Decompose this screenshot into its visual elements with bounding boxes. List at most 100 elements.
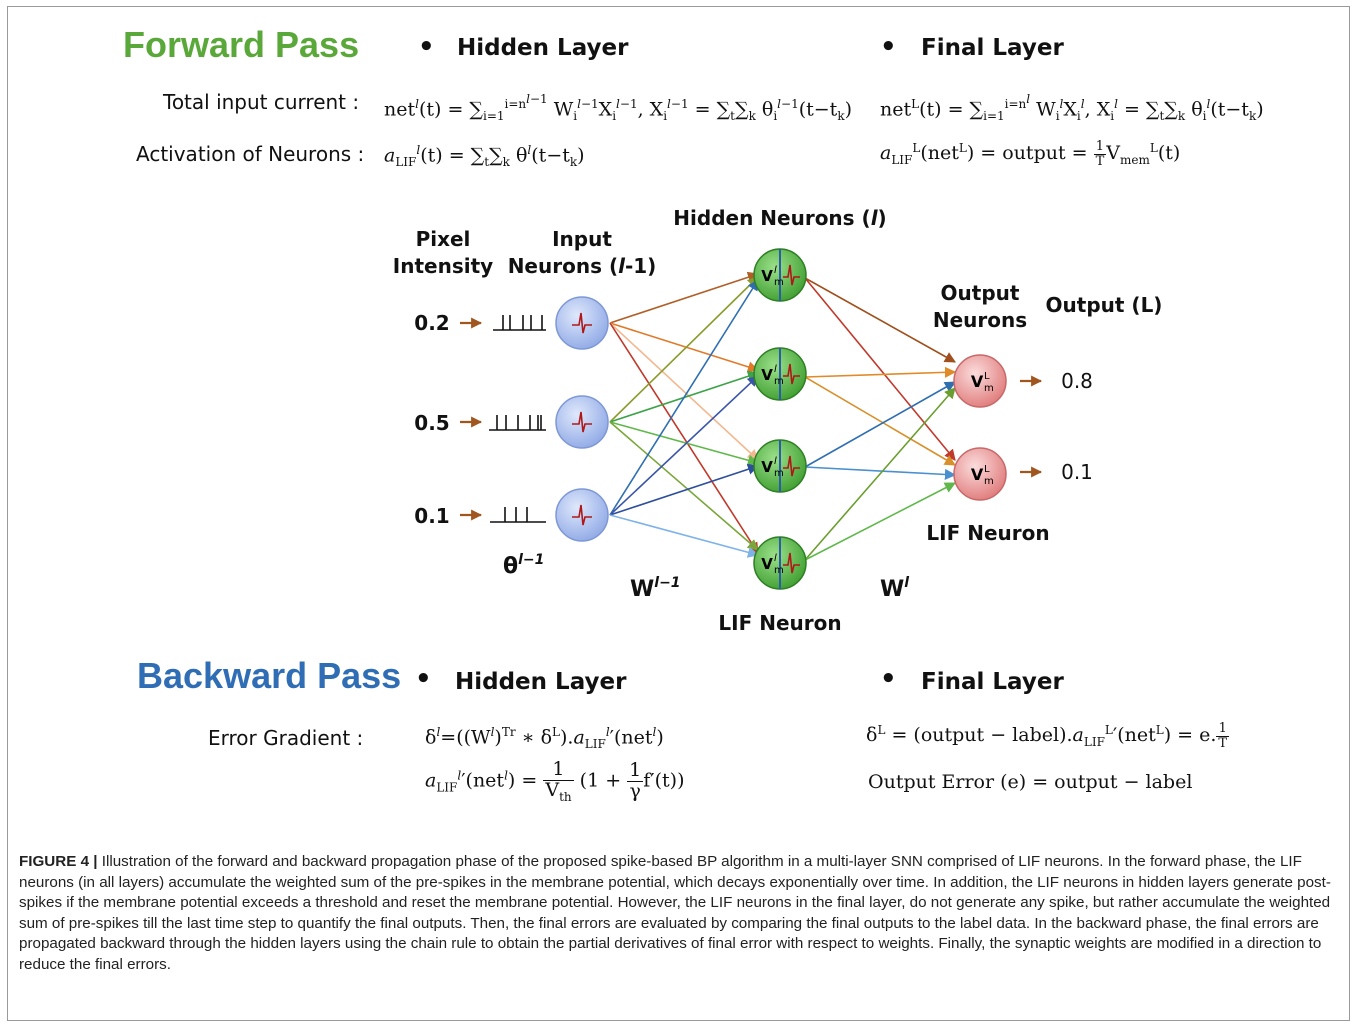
output-error-equation: Output Error (e) = output − label xyxy=(868,771,1193,793)
bullet-icon: • xyxy=(415,664,432,694)
output-value: 0.8 xyxy=(1061,369,1093,393)
svg-text:L: L xyxy=(984,371,990,382)
error-gradient-label: Error Gradient : xyxy=(208,726,364,750)
hidden-neuron: V l m xyxy=(753,439,807,493)
output-label-line1: Output xyxy=(941,281,1020,305)
hidden-lif-neuron-label: LIF Neuron xyxy=(718,611,841,635)
svg-text:m: m xyxy=(774,565,784,576)
backward-pass-title: Backward Pass xyxy=(137,655,402,696)
input-arrows xyxy=(460,317,1043,521)
spike-icon xyxy=(783,264,800,286)
svg-text:V: V xyxy=(761,366,773,384)
theta-label: θl−1 xyxy=(503,552,544,579)
connection-line xyxy=(804,482,956,561)
hidden-activation-equation: aLIFl(t) = ∑t∑k θl(t−tk) xyxy=(384,143,585,170)
connection-line xyxy=(609,279,759,516)
spike-icon xyxy=(783,363,800,385)
spike-train xyxy=(490,507,546,523)
output-lif-neuron-label: LIF Neuron xyxy=(926,521,1049,545)
output-neuron: V L m xyxy=(953,354,1007,408)
output-neurons: V L m V L m xyxy=(953,354,1007,501)
input-neuron xyxy=(555,395,609,449)
w-prev-label: Wl−1 xyxy=(630,575,681,602)
hidden-neurons: V l m V l m V l m V l m xyxy=(753,248,807,590)
snn-network-diagram: V l m V l m V l m V l m xyxy=(393,206,1163,635)
svg-text:m: m xyxy=(984,383,994,394)
input-label: Input xyxy=(552,227,612,251)
connection-line xyxy=(804,366,957,378)
pixel-label: Pixel xyxy=(416,227,471,251)
figure-caption: FIGURE 4 | Illustration of the forward a… xyxy=(19,852,1335,976)
forward-hidden-layer-heading: Hidden Layer xyxy=(457,35,629,61)
backward-final-layer-heading: Final Layer xyxy=(921,669,1064,695)
connection-line xyxy=(609,514,760,558)
output-layer-label: Output (L) xyxy=(1046,293,1163,317)
hidden-to-output-weights xyxy=(804,277,957,561)
input-value: 0.5 xyxy=(414,411,449,435)
connection-line xyxy=(804,376,956,466)
spike-icon xyxy=(572,411,592,433)
input-neuron xyxy=(555,488,609,542)
connection-line xyxy=(609,463,760,516)
svg-text:m: m xyxy=(984,476,994,487)
svg-text:V: V xyxy=(761,458,773,476)
hidden-neurons-label: Hidden Neurons (l) xyxy=(673,206,886,230)
connection-line xyxy=(609,322,759,461)
connection-line xyxy=(609,322,760,373)
connection-line xyxy=(609,322,759,554)
hidden-neuron: V l m xyxy=(753,347,807,401)
final-error-gradient-equation: δL = (output − label).aLIFL′(netL) = e.1… xyxy=(866,721,1230,751)
svg-text:m: m xyxy=(774,468,784,479)
w-label: Wl xyxy=(880,575,909,602)
backward-hidden-layer-heading: Hidden Layer xyxy=(455,669,627,695)
connection-line xyxy=(609,375,759,516)
svg-text:V: V xyxy=(971,465,984,484)
spike-icon xyxy=(783,552,800,574)
output-neurons-label: Neurons xyxy=(933,308,1027,332)
figure-frame xyxy=(7,6,1350,1021)
svg-text:l: l xyxy=(774,364,777,375)
output-neuron: V L m xyxy=(953,447,1007,501)
connection-line xyxy=(804,381,956,468)
connection-line xyxy=(609,271,760,324)
caption-text: Illustration of the forward and backward… xyxy=(19,853,1331,973)
connection-line xyxy=(609,421,760,466)
input-neurons-label: Neurons (l-1) xyxy=(508,254,657,278)
bullet-icon: • xyxy=(880,664,897,694)
spike-icon xyxy=(572,312,592,334)
connection-line xyxy=(609,276,759,423)
final-total-input-equation: netL(t) = ∑i=1i=nl WilXil, Xil = ∑t∑k θi… xyxy=(880,92,1264,124)
svg-text:V: V xyxy=(761,555,773,573)
connection-line xyxy=(804,277,956,363)
hidden-neuron: V l m xyxy=(753,248,807,302)
forward-final-layer-heading: Final Layer xyxy=(921,35,1064,61)
input-value: 0.2 xyxy=(414,311,449,335)
connection-line xyxy=(804,466,957,481)
input-neurons xyxy=(555,296,609,542)
connection-line xyxy=(804,277,956,461)
input-to-hidden-weights xyxy=(609,271,760,558)
forward-pass-title: Forward Pass xyxy=(123,24,360,65)
spike-train xyxy=(493,315,546,331)
svg-text:l: l xyxy=(774,265,777,276)
svg-text:l: l xyxy=(774,456,777,467)
input-value: 0.1 xyxy=(414,504,449,528)
intensity-label: Intensity xyxy=(393,254,493,278)
svg-text:V: V xyxy=(761,267,773,285)
hidden-error-gradient-equation: δl=((Wl)Tr ∗ δL).aLIFl′(netl) xyxy=(425,725,664,752)
svg-text:m: m xyxy=(774,376,784,387)
connection-line xyxy=(609,421,759,551)
spike-train xyxy=(489,415,546,431)
spike-icon xyxy=(783,455,800,477)
total-input-current-label: Total input current : xyxy=(163,90,360,114)
caption-lead: FIGURE 4 | xyxy=(19,853,98,870)
svg-text:m: m xyxy=(774,277,784,288)
svg-text:l: l xyxy=(774,553,777,564)
bullet-icon: • xyxy=(418,32,435,62)
spike-icon xyxy=(572,504,592,526)
hidden-neuron: V l m xyxy=(753,536,807,590)
svg-text:L: L xyxy=(984,464,990,475)
hidden-total-input-equation: netl(t) = ∑i=1i=nl−1 Wil−1Xil−1, Xil−1 =… xyxy=(384,92,853,124)
